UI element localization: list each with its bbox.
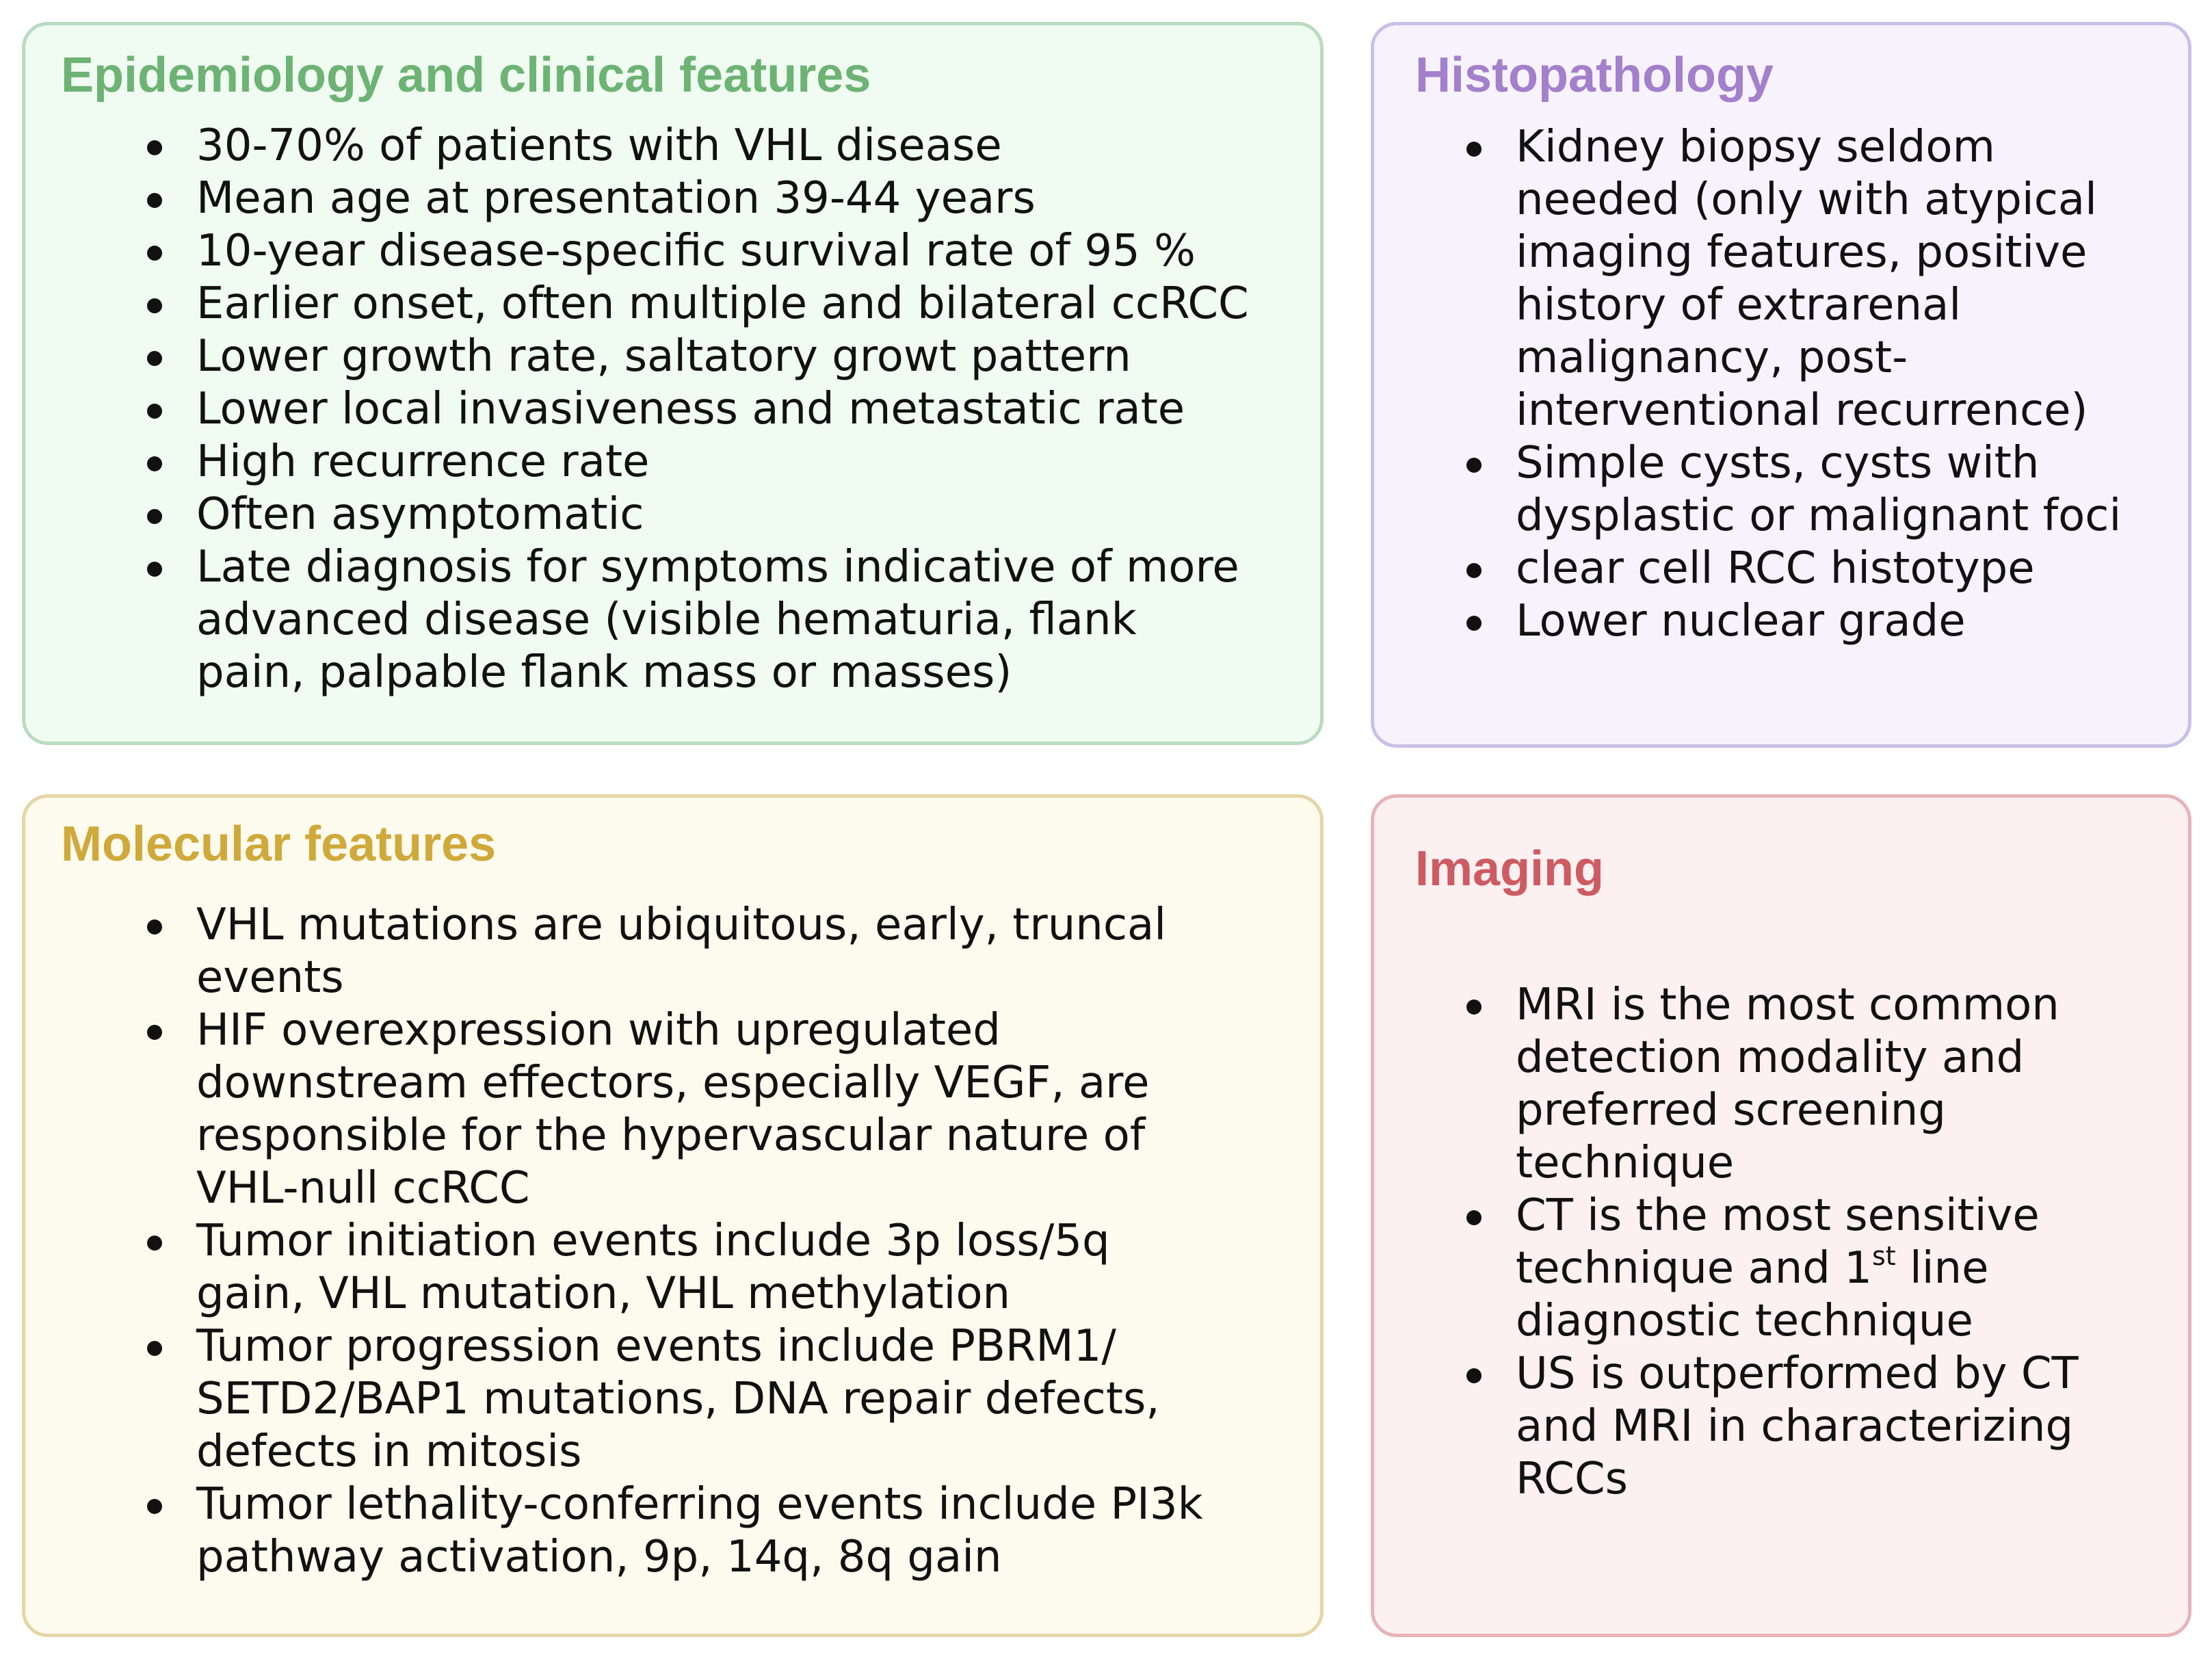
imaging-item2-text-end: line diagnostic technique — [1516, 1243, 1989, 1346]
molecular-title: Molecular features — [61, 817, 497, 872]
list-item: Lower local invasiveness and metastatic … — [147, 383, 1255, 436]
imaging-item2-text: CT is the most sensitive technique and 1 — [1516, 1190, 2040, 1294]
list-item: Kidney biopsy seldom needed (only with a… — [1466, 121, 2171, 437]
list-item: Simple cysts, cysts with dysplastic or m… — [1466, 437, 2171, 543]
list-item: HIF overexpression with upregulated down… — [147, 1004, 1228, 1215]
list-item: 30-70% of patients with VHL disease — [147, 120, 1255, 172]
imaging-title: Imaging — [1415, 841, 1605, 896]
imaging-panel: Imaging MRI is the most common detection… — [1371, 794, 2191, 1637]
list-item: US is outperformed by CT and MRI in char… — [1466, 1348, 2171, 1506]
list-item: MRI is the most common detection modalit… — [1466, 979, 2171, 1190]
histopathology-title: Histopathology — [1415, 48, 1774, 103]
list-item: High recurrence rate — [147, 436, 1255, 488]
list-item: CT is the most sensitive technique and 1… — [1466, 1190, 2171, 1348]
list-item: Often asymptomatic — [147, 488, 1255, 541]
list-item: 10-year disease-specific survival rate o… — [147, 225, 1255, 278]
epidemiology-panel: Epidemiology and clinical features 30-70… — [22, 22, 1324, 745]
molecular-panel: Molecular features VHL mutations are ubi… — [22, 794, 1324, 1637]
list-item: Earlier onset, often multiple and bilate… — [147, 278, 1255, 330]
list-item: VHL mutations are ubiquitous, early, tru… — [147, 899, 1228, 1004]
list-item: Tumor initiation events include 3p loss/… — [147, 1215, 1228, 1320]
list-item: Mean age at presentation 39-44 years — [147, 172, 1255, 225]
list-item: Late diagnosis for symptoms indicative o… — [147, 541, 1255, 699]
epidemiology-list: 30-70% of patients with VHL disease Mean… — [147, 120, 1255, 699]
ordinal-suffix: st — [1871, 1241, 1896, 1271]
histopathology-panel: Histopathology Kidney biopsy seldom need… — [1371, 22, 2191, 748]
list-item: Tumor progression events include PBRM1/ … — [147, 1320, 1228, 1478]
list-item: clear cell RCC histotype — [1466, 543, 2171, 595]
list-item: Lower growth rate, saltatory growt patte… — [147, 330, 1255, 383]
list-item: Lower nuclear grade — [1466, 595, 2171, 648]
molecular-list: VHL mutations are ubiquitous, early, tru… — [147, 899, 1228, 1584]
epidemiology-title: Epidemiology and clinical features — [61, 48, 871, 103]
list-item: Tumor lethality-conferring events includ… — [147, 1478, 1228, 1584]
imaging-list: MRI is the most common detection modalit… — [1466, 979, 2171, 1506]
histopathology-list: Kidney biopsy seldom needed (only with a… — [1466, 121, 2171, 648]
